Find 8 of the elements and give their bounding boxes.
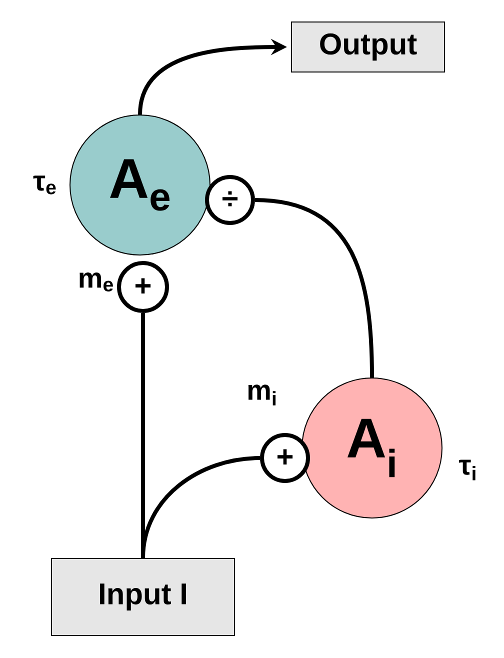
output-box: Output [291,22,445,72]
input-box: Input I [51,558,235,636]
connector [254,198,374,378]
parameter-label: m$_{e}$ [80,272,113,292]
parameter-label: τ$_{i}$ [459,460,476,480]
parameter-label: m$_{i}$ [248,384,276,406]
parameter-label: τ$_{e}$ [33,176,56,194]
connector [141,456,260,558]
